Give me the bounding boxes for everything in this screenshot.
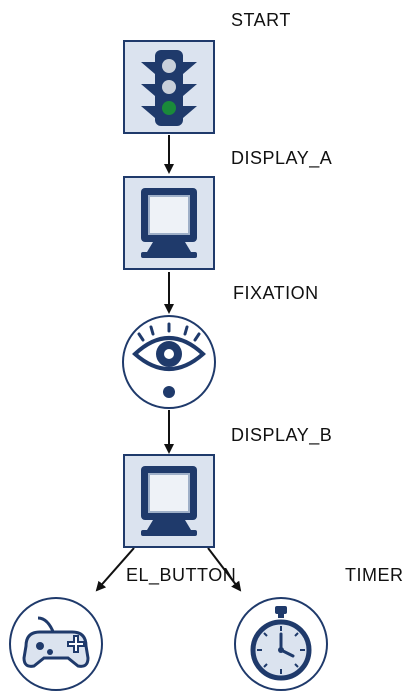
- node-el-button-label: EL_BUTTON: [126, 565, 237, 585]
- node-display-b[interactable]: [123, 454, 215, 548]
- node-display-a-label: DISPLAY_A: [231, 148, 333, 168]
- edge-display-b-timer: [207, 547, 242, 592]
- edge-display-b-el-button: [95, 547, 135, 592]
- node-el-button[interactable]: [8, 596, 104, 692]
- node-display-a[interactable]: [123, 176, 215, 270]
- node-fixation[interactable]: [121, 314, 217, 410]
- eye-icon: [122, 315, 216, 409]
- node-timer-label: TIMER: [345, 565, 404, 585]
- stopwatch-icon: [234, 597, 328, 691]
- gamepad-icon: [9, 597, 103, 691]
- monitor-icon: [123, 176, 215, 270]
- monitor-icon: [123, 454, 215, 548]
- node-fixation-label: FIXATION: [233, 283, 319, 303]
- traffic-light-icon: [123, 40, 215, 134]
- node-start[interactable]: [123, 40, 215, 134]
- node-display-b-label: DISPLAY_B: [231, 425, 333, 445]
- node-start-label: START: [231, 10, 291, 30]
- node-timer[interactable]: [233, 596, 329, 692]
